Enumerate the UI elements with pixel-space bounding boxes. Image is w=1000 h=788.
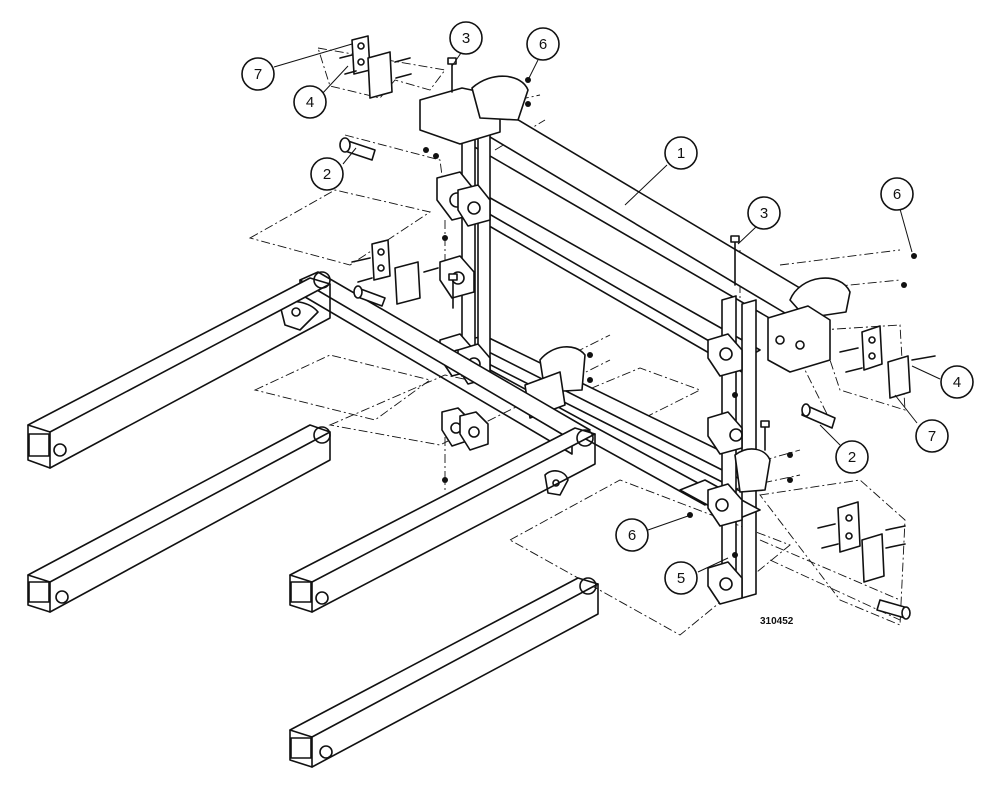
drawing-part-number: 310452 xyxy=(760,616,794,627)
callout-3-right: 3 xyxy=(747,196,781,230)
callout-7-top: 7 xyxy=(241,57,275,91)
bolts xyxy=(447,57,770,451)
fork-tine-4 xyxy=(289,577,599,768)
callout-balloons: 7 4 3 6 2 1 3 6 xyxy=(241,21,974,595)
callout-6-lower: 6 xyxy=(615,518,649,552)
pin-upper-left xyxy=(339,137,376,161)
pins xyxy=(339,137,911,620)
bracket-lower-right xyxy=(817,501,906,583)
nuts xyxy=(423,77,917,558)
svg-text:7: 7 xyxy=(254,66,262,83)
svg-text:4: 4 xyxy=(953,374,961,391)
callout-1: 1 xyxy=(664,136,698,170)
bolt-lower xyxy=(760,420,770,451)
bolt-top xyxy=(447,57,457,93)
cross-bar xyxy=(279,271,591,496)
svg-text:7: 7 xyxy=(928,428,936,445)
bolt-right xyxy=(730,235,740,286)
svg-text:4: 4 xyxy=(306,94,314,111)
lug-low-right xyxy=(707,483,743,605)
svg-text:1: 1 xyxy=(677,145,685,162)
callout-3-top: 3 xyxy=(449,21,483,55)
bracket-top-left xyxy=(339,35,412,99)
fork-tine-2 xyxy=(27,424,331,613)
lug-upper-right xyxy=(707,333,743,377)
lug-upper-left xyxy=(436,171,491,227)
lug-bottom-center xyxy=(441,407,489,451)
pin-mid-left xyxy=(353,285,386,307)
svg-text:6: 6 xyxy=(539,36,547,53)
pin-right xyxy=(801,403,836,429)
callout-4-right: 4 xyxy=(940,365,974,399)
callout-6-top: 6 xyxy=(526,27,560,61)
svg-text:3: 3 xyxy=(760,205,768,222)
callout-5: 5 xyxy=(664,561,698,595)
lug-mid-right xyxy=(707,411,743,455)
leader-lines xyxy=(273,43,941,573)
fork-tine-3 xyxy=(289,427,596,613)
callout-7-right: 7 xyxy=(915,419,949,453)
callout-2-right: 2 xyxy=(835,440,869,474)
pin-lower-right xyxy=(876,599,911,620)
bracket-mid-left xyxy=(351,239,439,305)
bolt-mid xyxy=(448,273,458,309)
svg-text:3: 3 xyxy=(462,30,470,47)
svg-text:6: 6 xyxy=(893,186,901,203)
fork-tine-1 xyxy=(27,271,331,469)
callout-2-left: 2 xyxy=(310,157,344,191)
callout-6-right: 6 xyxy=(880,177,914,211)
svg-text:2: 2 xyxy=(323,166,331,183)
svg-text:6: 6 xyxy=(628,527,636,544)
bracket-right xyxy=(839,325,936,399)
svg-text:2: 2 xyxy=(848,449,856,466)
svg-text:5: 5 xyxy=(677,570,685,587)
callout-4-top: 4 xyxy=(293,85,327,119)
